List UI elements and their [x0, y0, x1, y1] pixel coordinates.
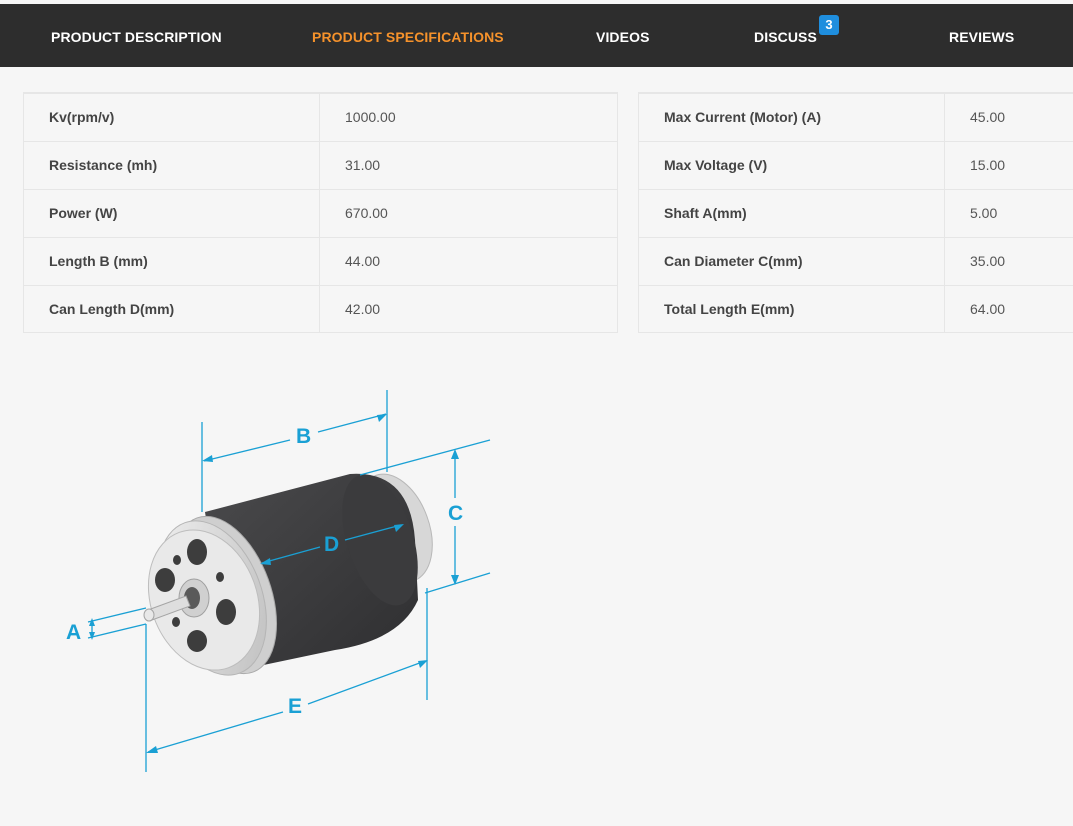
dimension-label-b: B [296, 425, 311, 448]
spec-label: Kv(rpm/v) [49, 109, 115, 125]
spec-label: Total Length E(mm) [664, 301, 795, 317]
spec-label: Shaft A(mm) [664, 205, 747, 221]
spec-value: 42.00 [345, 301, 381, 317]
column-divider [944, 93, 945, 332]
dimension-label-c: C [448, 502, 463, 525]
dimension-arrows [89, 414, 459, 753]
spec-label: Max Voltage (V) [664, 157, 768, 173]
spec-label: Can Length D(mm) [49, 301, 175, 317]
column-divider [319, 93, 320, 332]
table-row: Max Voltage (V) 15.00 [639, 141, 1073, 189]
dimension-label-e: E [288, 695, 302, 718]
spec-value: 31.00 [345, 157, 381, 173]
motor-shaft [143, 595, 191, 622]
spec-label: Length B (mm) [49, 253, 148, 269]
tab-videos[interactable]: VIDEOS [596, 29, 650, 45]
dimension-label-a: A [66, 621, 81, 644]
tab-bar: PRODUCT DESCRIPTION PRODUCT SPECIFICATIO… [0, 4, 1073, 67]
dimension-lines [87, 390, 491, 772]
tab-product-specifications[interactable]: PRODUCT SPECIFICATIONS [312, 29, 504, 45]
discuss-count-badge: 3 [819, 15, 839, 35]
spec-value: 45.00 [970, 109, 1006, 125]
tab-reviews[interactable]: REVIEWS [949, 29, 1015, 45]
spec-value: 44.00 [345, 253, 381, 269]
spec-value: 670.00 [345, 205, 388, 221]
spec-value: 64.00 [970, 301, 1006, 317]
spec-label: Can Diameter C(mm) [664, 253, 803, 269]
table-row: Resistance (mh) 31.00 [24, 141, 617, 189]
tab-discuss[interactable]: DISCUSS [754, 29, 817, 45]
spec-value: 1000.00 [345, 109, 396, 125]
table-row: Shaft A(mm) 5.00 [639, 189, 1073, 237]
table-row: Can Length D(mm) 42.00 [24, 285, 617, 333]
table-row: Max Current (Motor) (A) 45.00 [639, 93, 1073, 141]
spec-label: Resistance (mh) [49, 157, 158, 173]
table-row: Kv(rpm/v) 1000.00 [24, 93, 617, 141]
table-row: Total Length E(mm) 64.00 [639, 285, 1073, 333]
table-row: Length B (mm) 44.00 [24, 237, 617, 285]
spec-label: Power (W) [49, 205, 118, 221]
spec-label: Max Current (Motor) (A) [664, 109, 822, 125]
tab-product-description[interactable]: PRODUCT DESCRIPTION [51, 29, 222, 45]
spec-table-right: Max Current (Motor) (A) 45.00 Max Voltag… [638, 92, 1073, 333]
spec-table-left: Kv(rpm/v) 1000.00 Resistance (mh) 31.00 … [23, 92, 618, 333]
motor-dimension-diagram: B C D A E [66, 390, 491, 772]
spec-value: 15.00 [970, 157, 1006, 173]
dimension-label-d: D [324, 533, 339, 556]
spec-value: 5.00 [970, 205, 998, 221]
spec-value: 35.00 [970, 253, 1006, 269]
table-row: Can Diameter C(mm) 35.00 [639, 237, 1073, 285]
table-row: Power (W) 670.00 [24, 189, 617, 237]
